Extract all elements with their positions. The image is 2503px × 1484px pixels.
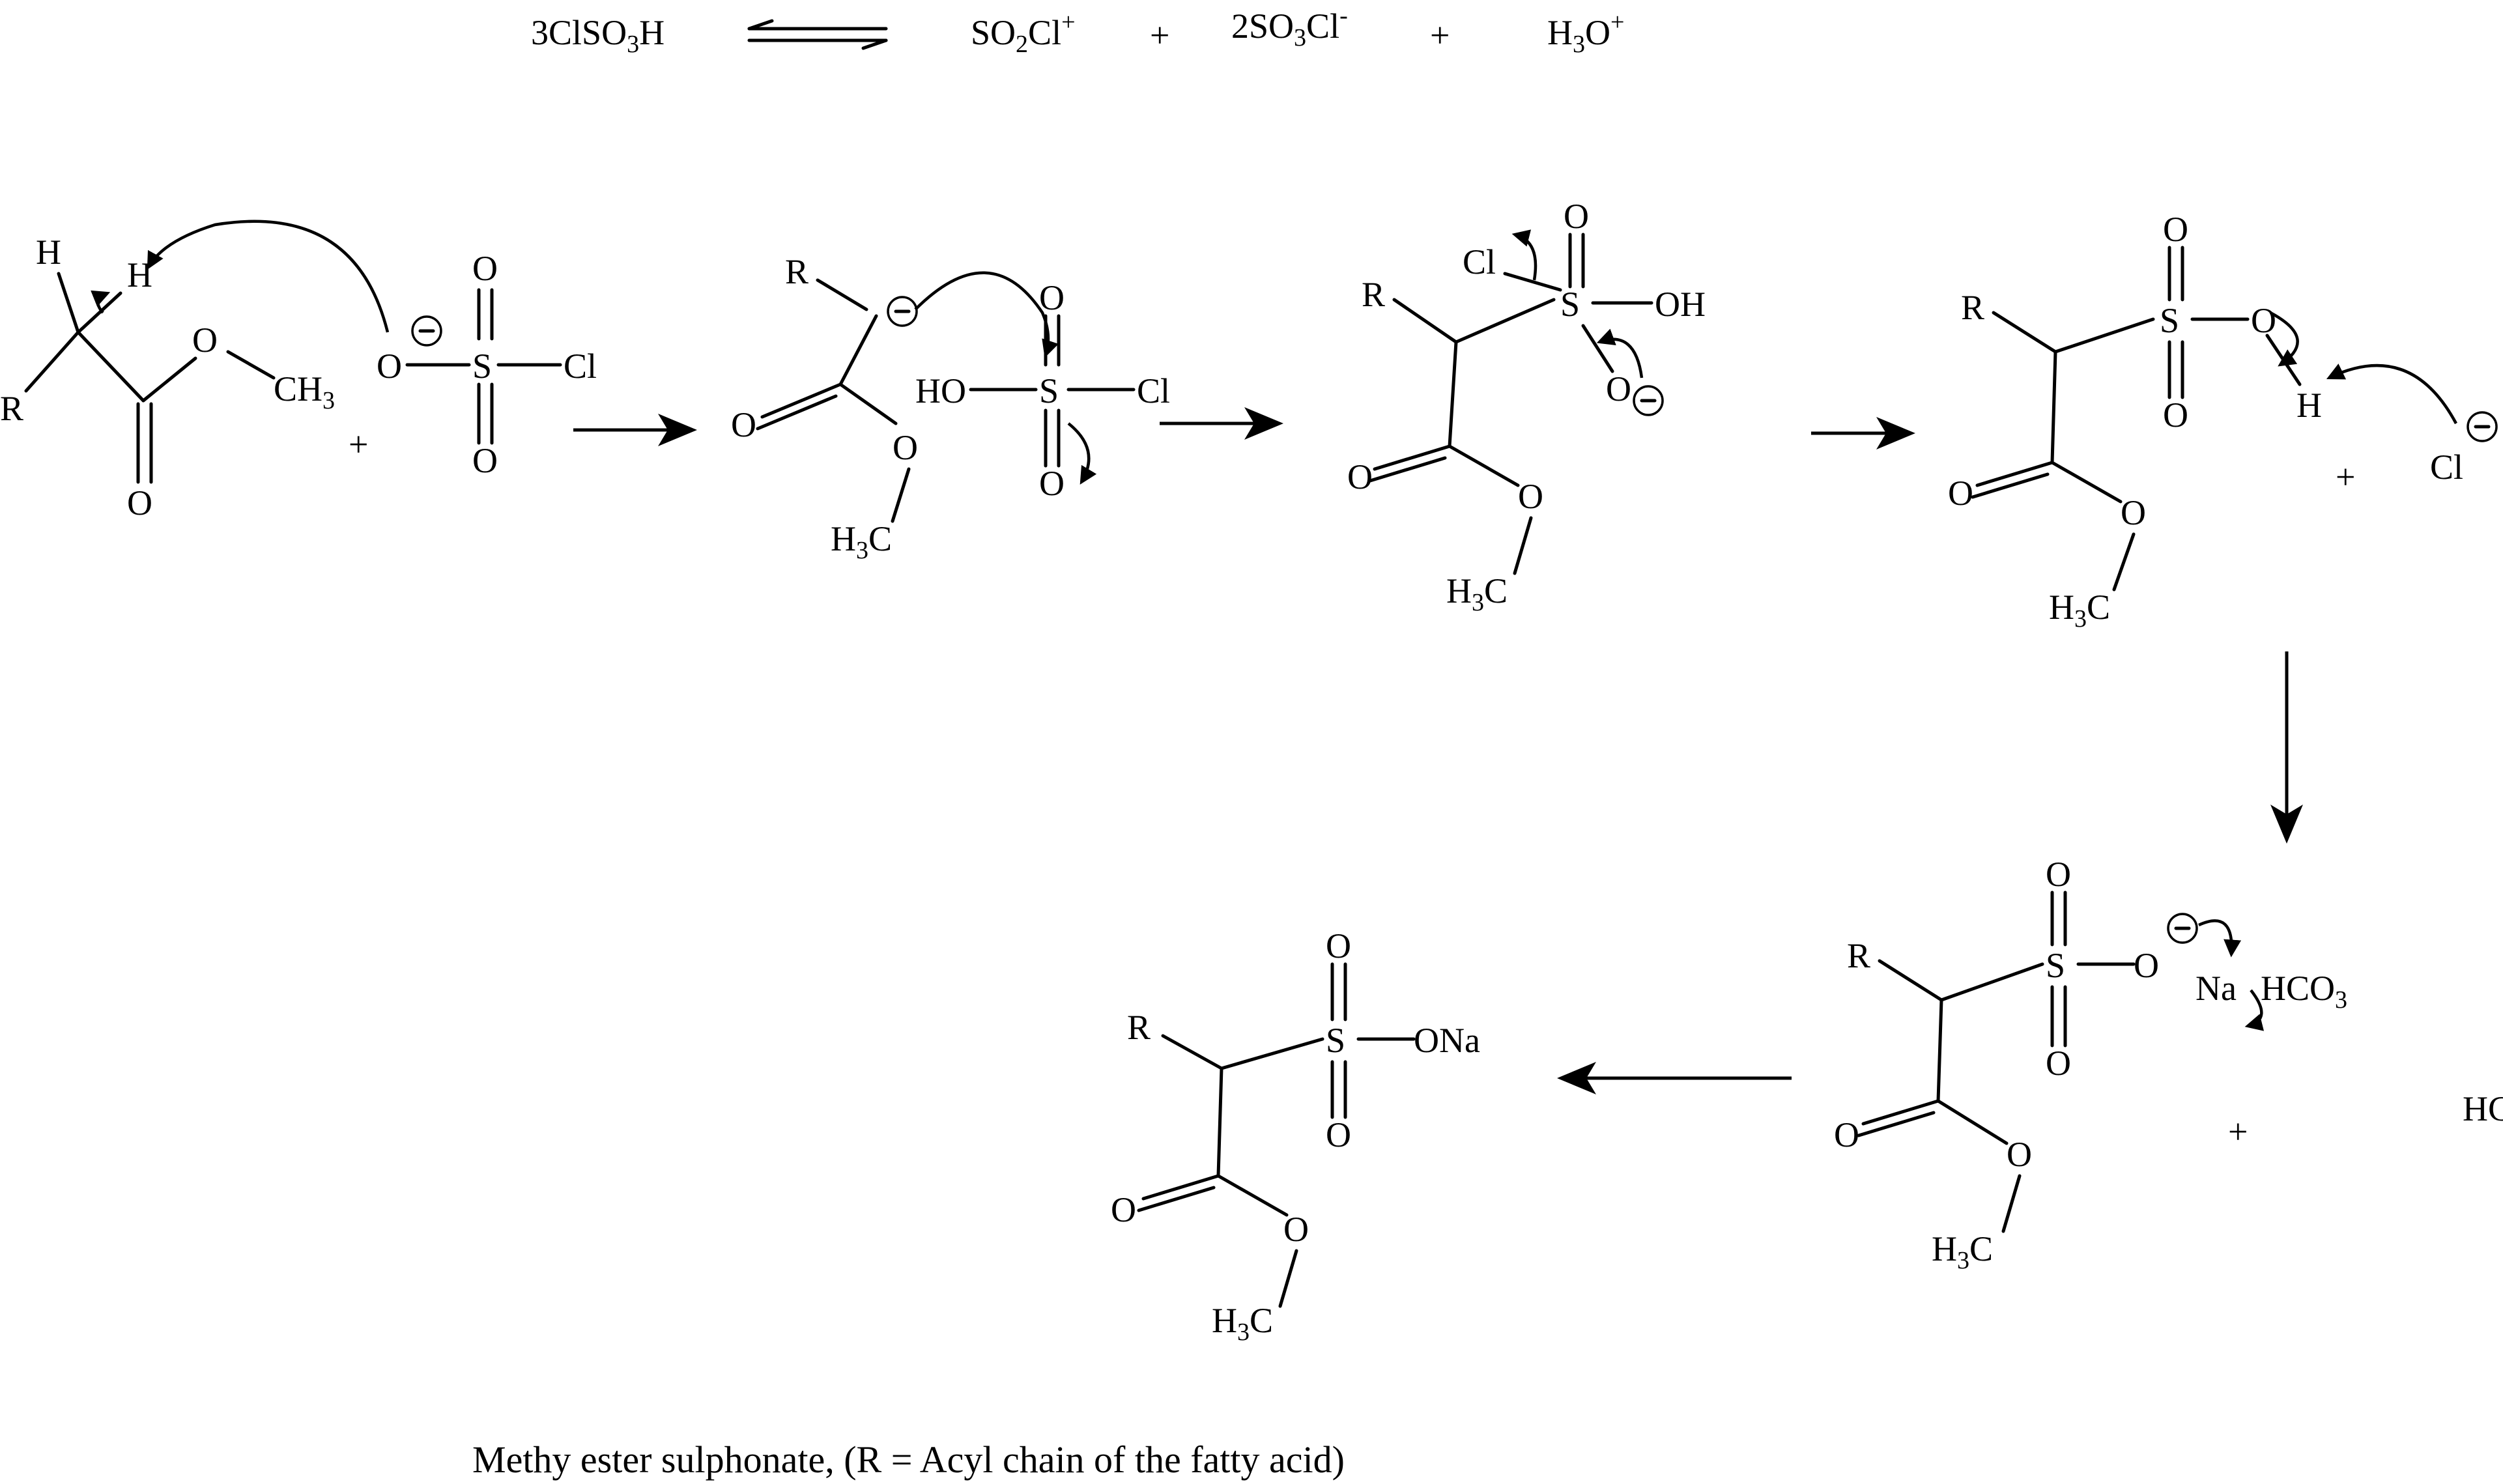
step3-intermediate: R Cl S O OH O O O H3​C [1347,197,1706,616]
eq-product-3: H3​O+ [1547,8,1624,58]
atom-O-carbonyl: O [127,483,152,522]
atom-O-carbonyl-6: O [1111,1190,1136,1229]
atom-S-2: S [1039,371,1059,410]
atom-O-up-2: O [1039,278,1065,317]
atom-O-anion: O [377,347,402,386]
atom-Na-5: Na [2195,969,2237,1008]
atom-O-up-6: O [1326,926,1351,965]
atom-S-3: S [1560,285,1580,324]
step4-sulfonic-acid: R S O O O H O O H3​C + Cl [1948,210,2498,633]
step2-carbanion: R O O H3​C [731,252,1059,564]
atom-Cl-anion-4: Cl [2430,448,2463,487]
atom-HCO3-5: HCO3​ [2261,969,2347,1014]
atom-R-2: R [785,252,808,291]
atom-H3C-6: H3​C [1212,1301,1273,1346]
atom-O-carbonyl-3: O [1347,457,1373,496]
atom-O-ester-5: O [2007,1135,2032,1174]
atom-S-4: S [2160,301,2179,340]
equilibrium-equation: 3ClSO3​H SO2​Cl+ + 2SO3​Cl- + H3​O+ [531,2,1624,58]
atom-Cl-2: Cl [1137,371,1170,410]
atom-O-up-4: O [2163,210,2188,249]
atom-O-4: O [2251,301,2276,340]
atom-O-carbonyl-2: O [731,405,756,444]
scheme-caption: Methy ester sulphonate, (R = Acyl chain … [472,1438,1345,1481]
eq-reactant: 3ClSO3​H [531,13,665,58]
eq-product-1: SO2​Cl+ [971,8,1076,58]
atom-H3C-5: H3​C [1932,1229,1993,1274]
eq-plus-2: + [1430,16,1450,55]
atom-O-carbonyl-4: O [1948,474,1973,513]
plus-step5: + [2228,1112,2248,1151]
atom-O-carbonyl-5: O [1834,1115,1859,1154]
atom-O-5: O [2134,946,2159,985]
atom-O-up-1: O [472,249,498,288]
atom-O-ester-4: O [2121,493,2146,532]
eq-product-2: 2SO3​Cl- [1231,2,1348,51]
step1-chlorosulfonate-anion: O S O O Cl [147,220,597,480]
atom-O-ester-6: O [1283,1210,1309,1249]
step2-chlorosulfonic-acid: HO S Cl O O [915,278,1170,503]
atom-Cl-3: Cl [1463,242,1496,281]
atom-R-6: R [1127,1008,1151,1047]
atom-S-5: S [2046,946,2065,985]
atom-R: R [0,389,23,428]
eq-plus-1: + [1150,16,1169,55]
atom-HO-2: HO [915,371,966,410]
plus-step1: + [349,425,368,464]
atom-O-minus-3: O [1606,369,1631,408]
atom-O-ester: O [192,321,218,360]
atom-S-1: S [472,347,492,386]
atom-H3C-3: H3​C [1446,571,1508,616]
step1-methyl-ester: H H R O O CH3​ + [0,233,368,522]
atom-CH3: CH3​ [274,369,335,414]
atom-ONa-6: ONa [1414,1021,1480,1060]
atom-H-4: H [2296,386,2322,425]
atom-H3C-4: H3​C [2049,588,2110,633]
atom-OH-3: OH [1655,285,1706,324]
atom-O-up-5: O [2046,855,2071,894]
atom-H-1: H [36,233,61,272]
atom-S-6: S [1326,1021,1345,1060]
atom-O-down-6: O [1326,1115,1351,1154]
atom-O-up-3: O [1564,197,1589,236]
atom-R-4: R [1961,288,1984,327]
atom-O-down-4: O [2163,395,2188,435]
atom-O-ester-3: O [1518,477,1543,516]
atom-O-down-5: O [2046,1044,2071,1083]
atom-H3C-2: H3​C [831,519,892,564]
atom-Cl-1: Cl [564,347,597,386]
atom-H-2: H [127,255,152,294]
plus-step4: + [2336,457,2355,496]
product-methyl-ester-sulphonate: R S O O ONa O O H3​C [1111,926,1480,1346]
atom-O-down-2: O [1039,464,1065,503]
equilibrium-arrow [747,19,888,50]
atom-O-down-1: O [472,441,498,480]
atom-HCl: HCl [2463,1089,2503,1128]
atom-R-3: R [1362,275,1385,314]
atom-O-ester-2: O [893,428,918,467]
atom-R-5: R [1847,936,1870,975]
step5-sulfonate-anion: R S O O O O O H3​C Na HCO3​ + HCl [1834,855,2503,1274]
